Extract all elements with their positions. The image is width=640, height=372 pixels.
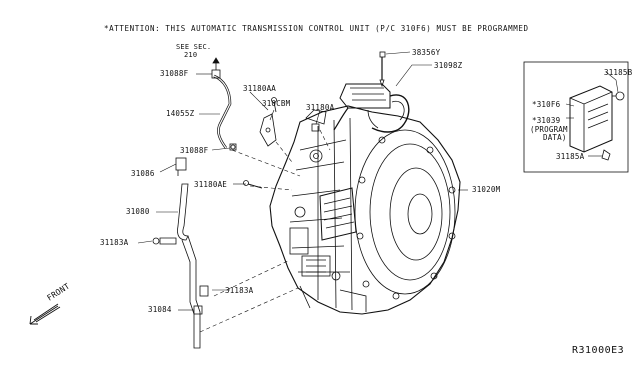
front-arrow-icon (29, 303, 61, 325)
part-label-31020M: 31020M (472, 185, 501, 194)
part-label-31183A-bottom: 31183A (225, 286, 254, 295)
inset-label-31039: *31039 (532, 116, 561, 125)
part-label-31180AA: 31180AA (243, 84, 277, 93)
part-label-38356Y: 38356Y (412, 48, 441, 57)
inset-label-310F6: *310F6 (532, 100, 561, 109)
part-label-31088F-top: 31088F (160, 69, 189, 78)
inset-label-31185B: 31185B (604, 68, 633, 77)
see-section-number: 210 (184, 51, 198, 59)
see-section-label: SEE SEC. (176, 43, 212, 51)
dashed-guides (199, 129, 331, 333)
programming-notice: *ATTENTION: THIS AUTOMATIC TRANSMISSION … (104, 24, 529, 33)
transmission-assembly (269, 83, 461, 315)
part-label-31088F-mid: 31088F (180, 146, 209, 155)
inset-program-line1: (PROGRAM (530, 125, 568, 134)
inset-label-31185A: 31185A (556, 152, 585, 161)
oil-cooler-tubes (152, 157, 209, 349)
sensor-pin (379, 51, 386, 88)
tcu-inset (523, 61, 629, 173)
part-label-31098Z: 31098Z (434, 61, 463, 70)
part-label-31183A-left: 31183A (100, 238, 129, 247)
leader-lines (137, 51, 619, 311)
part-label-31180AE: 31180AE (194, 180, 228, 189)
part-label-14055Z: 14055Z (166, 109, 195, 118)
part-label-31180A: 31180A (306, 103, 335, 112)
part-label-310CBM: 310CBM (262, 99, 291, 108)
part-label-31086: 31086 (131, 169, 155, 178)
breather-hose (211, 57, 237, 151)
diagram-code: R31000E3 (572, 345, 625, 356)
inset-program-line2: DATA) (543, 133, 567, 142)
brackets (243, 97, 320, 189)
part-label-31084: 31084 (148, 305, 172, 314)
part-label-31080: 31080 (126, 207, 150, 216)
